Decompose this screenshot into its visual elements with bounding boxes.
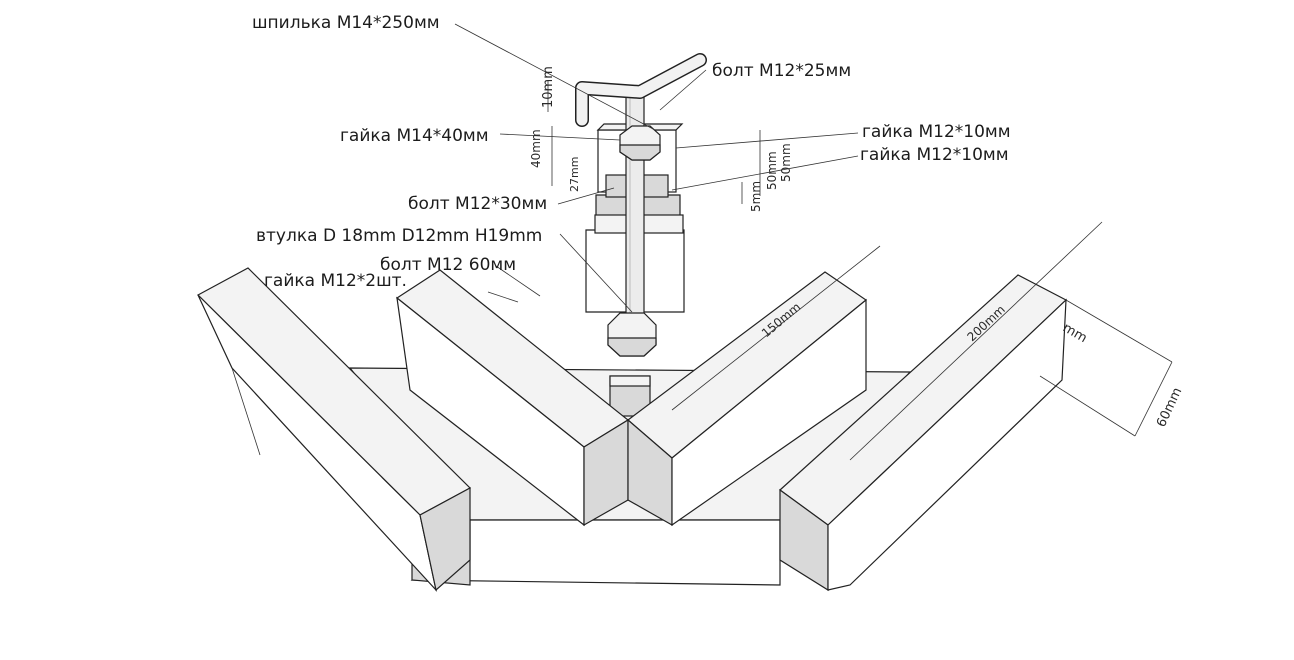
handle	[575, 53, 707, 127]
dim-10: 10mm	[541, 66, 556, 108]
dim-50a: 50mm	[765, 151, 779, 190]
jaw-left-outer	[197, 267, 471, 593]
dim-5: 5mm	[749, 181, 763, 212]
jaw-left-inner	[395, 269, 630, 527]
label-bolt-60: болт М12 60мм	[380, 255, 517, 275]
label-nut-12-b: гайка М12*10мм	[860, 145, 1009, 165]
label-bushing: втулка D 18mm D12mm H19mm	[256, 226, 543, 246]
label-stud: шпилька М14*250мм	[252, 13, 440, 33]
dim-27: 27mm	[568, 157, 581, 192]
label-nut-12-2pcs: гайка М12*2шт.	[264, 271, 407, 291]
jaw-right-outer	[779, 274, 1068, 592]
jaw-right-inner	[627, 271, 868, 527]
label-bolt-30: болт М12*30мм	[408, 194, 548, 214]
top-nut	[619, 125, 661, 161]
label-bolt-25: болт М12*25мм	[712, 61, 852, 81]
leader-lines	[454, 23, 859, 313]
dimension-lines	[231, 80, 1173, 461]
lower-nut	[607, 312, 657, 357]
dim-50b: 50mm	[779, 143, 793, 182]
dim-40: 40mm	[529, 129, 543, 168]
label-nut-14: гайка М14*40мм	[340, 126, 489, 146]
label-nut-12-a: гайка М12*10мм	[862, 122, 1011, 142]
dim-60: 60mm	[1154, 385, 1185, 429]
